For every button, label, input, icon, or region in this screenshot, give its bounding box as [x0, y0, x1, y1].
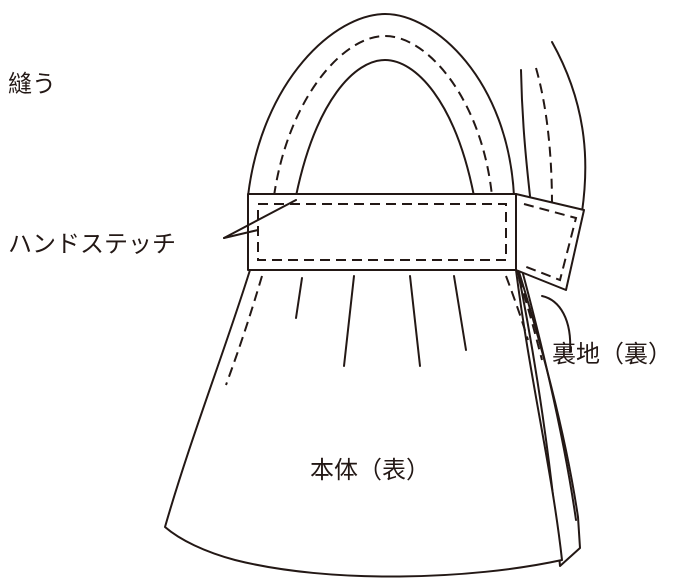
front-handle — [247, 13, 515, 197]
label-lining: 裏地（裏） — [552, 340, 672, 368]
front-band — [247, 193, 517, 271]
lining-edge — [515, 261, 581, 567]
leader-lines — [223, 199, 572, 353]
front-body — [164, 269, 563, 578]
label-hand-stitch: ハンドステッチ — [8, 230, 176, 258]
label-top-left-fragment: 縫う — [8, 70, 56, 98]
label-body: 本体（表） — [310, 456, 430, 484]
back-handle — [520, 41, 587, 213]
back-band — [515, 193, 585, 291]
